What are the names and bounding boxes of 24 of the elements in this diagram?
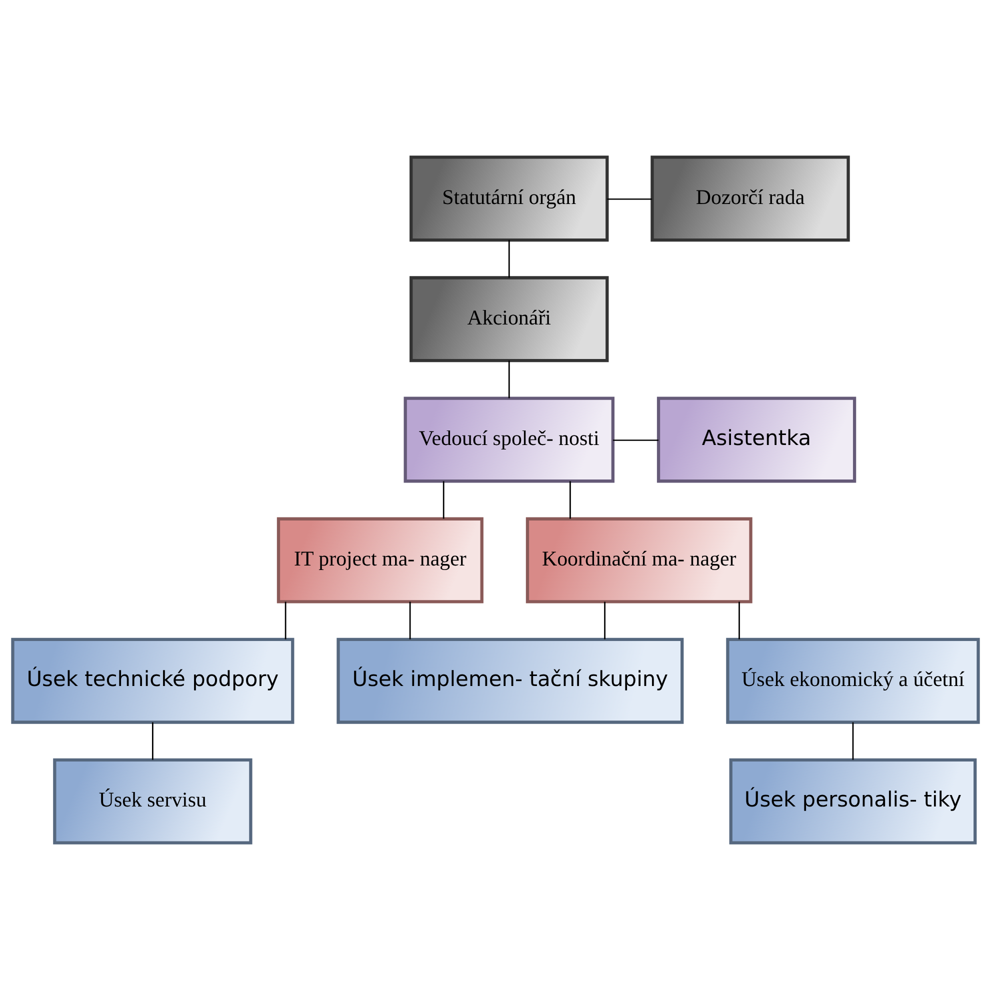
connector: [604, 602, 606, 640]
connector: [607, 198, 652, 200]
node-box: Úsek implemen- tační skupiny: [336, 638, 684, 724]
node-box: Akcionáři: [410, 276, 609, 362]
connector: [738, 602, 740, 640]
node-box: Vedoucí společ- nosti: [404, 396, 614, 483]
node-box: Úsek servisu: [53, 758, 252, 844]
connector: [612, 440, 658, 441]
node-box: Dozorčí rada: [650, 156, 850, 242]
node-box: Úsek personalis- tiky: [729, 758, 977, 844]
node-box: Úsek ekonomický a účetní: [726, 638, 980, 724]
node-box: Statutární orgán: [410, 156, 609, 242]
node-box: Koordinační ma- nager: [526, 517, 752, 604]
connector: [284, 602, 286, 640]
connector: [570, 481, 571, 519]
connector: [508, 240, 510, 278]
connector: [152, 722, 154, 760]
node-box: Asistentka: [656, 396, 856, 483]
connector: [508, 360, 510, 398]
connector: [442, 481, 444, 519]
connector: [409, 602, 411, 640]
connector: [852, 722, 854, 760]
node-box: IT project ma- nager: [276, 517, 484, 604]
node-box: Úsek technické podpory: [11, 638, 294, 724]
